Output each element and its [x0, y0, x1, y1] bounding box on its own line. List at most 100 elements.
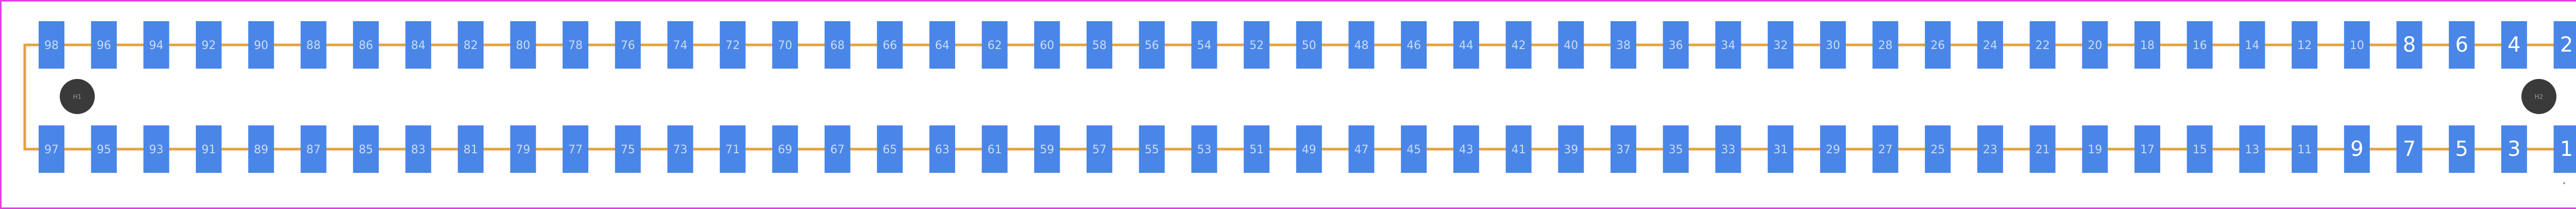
bottom-pad-73: 73 [667, 125, 693, 173]
bottom-pad-37: 37 [1611, 125, 1636, 173]
top-pad-52: 52 [1244, 21, 1270, 69]
bottom-pad-53: 53 [1191, 125, 1217, 173]
pad-shape [1453, 21, 1479, 69]
pad-shape [39, 125, 64, 173]
pad-label: 75 [621, 143, 635, 156]
top-pad-62: 62 [981, 21, 1008, 69]
pad-label: 83 [411, 143, 426, 156]
bottom-pad-29: 29 [1820, 125, 1846, 173]
pad-label: 50 [1302, 39, 1316, 52]
bottom-pad-49: 49 [1296, 125, 1322, 173]
top-pad-32: 32 [1768, 21, 1794, 69]
pad-label: 51 [1249, 143, 1264, 156]
pad-shape [2029, 125, 2056, 173]
pad-label: 56 [1145, 39, 1159, 52]
top-pad-44: 44 [1453, 21, 1479, 69]
top-pad-50: 50 [1296, 21, 1322, 69]
pad-shape [91, 21, 117, 69]
pad-label: 72 [725, 39, 740, 52]
pad-shape [2082, 125, 2108, 173]
pad-shape [1034, 21, 1060, 69]
pad-label: 78 [568, 39, 583, 52]
pad-shape [2553, 21, 2576, 69]
bottom-pad-81: 81 [457, 125, 484, 173]
top-pad-12: 12 [2292, 21, 2318, 69]
pad-label: 34 [1721, 39, 1735, 52]
pin1-marker: • [2562, 180, 2566, 188]
top-pad-74: 74 [667, 21, 693, 69]
pad-shape [457, 125, 484, 173]
pad-shape [877, 21, 903, 69]
top-pad-6: 6 [2449, 21, 2475, 69]
pad-shape [196, 125, 222, 173]
pad-shape [2449, 21, 2475, 69]
bottom-pad-69: 69 [772, 125, 798, 173]
pad-label: 52 [1249, 39, 1264, 52]
pad-shape [91, 125, 117, 173]
top-pad-88: 88 [300, 21, 327, 69]
pad-shape [2344, 125, 2370, 173]
pad-shape [510, 125, 536, 173]
pad-shape [824, 125, 851, 173]
pad-shape [2187, 125, 2213, 173]
pad-shape [1296, 21, 1322, 69]
top-pad-92: 92 [196, 21, 222, 69]
pad-shape [248, 125, 274, 173]
pad-label: 38 [1616, 39, 1631, 52]
pad-shape [667, 125, 693, 173]
pad-shape [877, 125, 903, 173]
bottom-pad-45: 45 [1401, 125, 1427, 173]
pad-shape [1087, 125, 1112, 173]
top-pad-76: 76 [615, 21, 641, 69]
top-pad-10: 10 [2344, 21, 2370, 69]
top-pad-14: 14 [2239, 21, 2265, 69]
pad-shape [720, 125, 746, 173]
top-pad-70: 70 [772, 21, 798, 69]
top-pad-72: 72 [720, 21, 746, 69]
top-pad-22: 22 [2029, 21, 2056, 69]
pad-shape [2239, 125, 2265, 173]
pad-shape [772, 21, 798, 69]
pad-label: 24 [1983, 39, 1997, 52]
bottom-pad-65: 65 [877, 125, 903, 173]
pad-shape [1663, 21, 1689, 69]
pad-label: 65 [883, 143, 897, 156]
pad-label: 31 [1773, 143, 1788, 156]
top-pad-38: 38 [1611, 21, 1636, 69]
pad-shape [1820, 21, 1846, 69]
pad-label: 84 [411, 39, 426, 52]
pad-label: 70 [778, 39, 792, 52]
hole-label: H2 [2535, 93, 2544, 101]
top-pad-78: 78 [563, 21, 588, 69]
bottom-pad-85: 85 [353, 125, 379, 173]
bottom-pad-5: 5 [2449, 125, 2475, 173]
pad-label: 91 [201, 143, 216, 156]
bottom-pad-83: 83 [405, 125, 431, 173]
mounting-hole-left: H1 [60, 79, 95, 114]
bottom-pad-11: 11 [2292, 125, 2318, 173]
pad-label: 23 [1983, 143, 1997, 156]
pad-shape [824, 21, 851, 69]
pad-shape [1244, 21, 1270, 69]
pad-label: 30 [1826, 39, 1840, 52]
top-pad-94: 94 [143, 21, 170, 69]
pad-shape [2344, 21, 2370, 69]
pad-shape [1558, 21, 1584, 69]
pad-label: 39 [1564, 143, 1578, 156]
bottom-pad-15: 15 [2187, 125, 2213, 173]
pad-label: 47 [1354, 143, 1369, 156]
pad-label: 10 [2350, 39, 2364, 52]
bottom-pad-3: 3 [2501, 125, 2527, 173]
bottom-pad-91: 91 [196, 125, 222, 173]
top-pad-42: 42 [1505, 21, 1532, 69]
bottom-pad-33: 33 [1715, 125, 1741, 173]
bottom-pad-41: 41 [1505, 125, 1532, 173]
top-pad-28: 28 [1872, 21, 1899, 69]
pad-shape [981, 125, 1008, 173]
pad-label: 53 [1197, 143, 1211, 156]
bottom-pad-1: 1 [2553, 125, 2576, 173]
pad-label: 71 [725, 143, 740, 156]
pad-label: 19 [2088, 143, 2102, 156]
